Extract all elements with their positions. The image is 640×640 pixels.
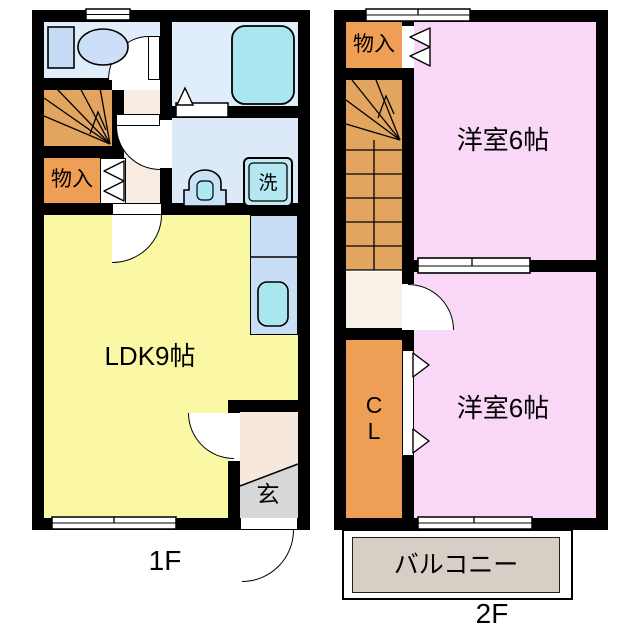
laundry-pan-label: 洗: [258, 173, 278, 194]
room-label-ldk: LDK9帖: [104, 341, 196, 371]
room-closet: [346, 340, 402, 518]
outer-wall-2f: [334, 10, 608, 530]
wall: [44, 146, 124, 158]
doorway-toilet: [112, 78, 160, 90]
floor-label-2f: 2F: [475, 598, 509, 629]
closet-label-line2: L: [367, 418, 381, 445]
wall: [346, 328, 402, 340]
room-label-bedroom2: 洋室6帖: [456, 393, 550, 423]
hallway-2f: [346, 272, 402, 328]
front-door-swing: [242, 530, 294, 582]
door-leaf-toilet: [148, 36, 160, 80]
door-leaf-washroom: [116, 114, 160, 126]
room-storage-1f: [44, 158, 100, 204]
room-bedroom1: [414, 22, 596, 260]
wall: [228, 400, 298, 412]
front-door-leaf: [240, 516, 298, 530]
room-label-storage-2f: 物入: [353, 33, 395, 56]
room-label-entrance: 玄: [256, 481, 280, 507]
doorway-washroom: [160, 120, 172, 168]
room-label-closet: C L: [360, 392, 388, 445]
room-label-balcony: バルコニー: [393, 551, 519, 579]
wall: [44, 203, 298, 215]
room-storage-2f: [346, 22, 402, 68]
floor-label-1f: 1F: [148, 545, 182, 576]
bifold-door-storage-1f: [100, 158, 126, 204]
closet-label-line1: C: [365, 392, 383, 418]
wall: [346, 68, 402, 80]
closet-door: [402, 350, 414, 456]
door-leaf-ldk: [112, 203, 162, 215]
balcony: [352, 537, 560, 593]
room-label-bedroom1: 洋室6帖: [456, 125, 550, 155]
room-label-storage-1f: 物入: [51, 168, 93, 191]
outer-wall-1f: [32, 10, 310, 530]
doorway-storage-2f: [402, 26, 414, 68]
